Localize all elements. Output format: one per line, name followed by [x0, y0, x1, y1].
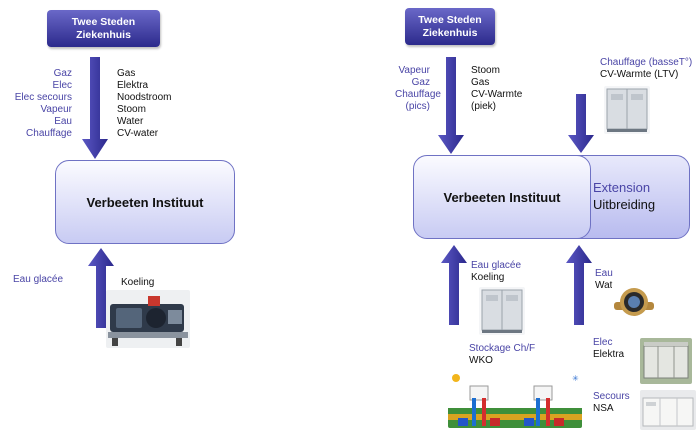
water-fr-label: Eau [595, 268, 613, 279]
right-supply-nl-item: (piek) [471, 101, 497, 112]
extension-fr-label: Extension [593, 180, 651, 195]
right-hospital-label: Twee Steden Ziekenhuis [418, 13, 482, 39]
right-heating-nl-label: CV-Warmte (LTV) [600, 69, 679, 80]
right-supply-fr-list: Vapeur Gaz Chauffage (pics) [395, 65, 441, 113]
left-supply-nl-item: Elektra [117, 80, 149, 91]
left-supply-nl-item: Gas [117, 68, 136, 79]
storage-fr-label: Stockage Ch/F [469, 343, 536, 354]
backup-fr-label: Secours [593, 391, 630, 402]
left-institute-box: Verbeeten Instituut [55, 160, 235, 244]
left-supply-fr-item: Vapeur [40, 104, 72, 115]
left-supply-fr-item: Gaz [53, 68, 72, 79]
electrical-cabinet-image [640, 338, 692, 384]
left-supply-fr-item: Eau [54, 116, 72, 127]
water-meter-image [612, 282, 656, 326]
left-cooling-fr-label: Eau glacée [13, 274, 64, 285]
right-supply-nl-item: CV-Warmte [471, 89, 523, 100]
backup-nl-label: NSA [593, 403, 614, 414]
storage-nl-label: WKO [469, 355, 493, 366]
left-institute-label: Verbeeten Instituut [86, 194, 204, 210]
right-supply-nl-item: Stoom [471, 65, 500, 76]
extension-nl-label: Uitbreiding [593, 197, 656, 212]
right-institute-label: Verbeeten Instituut [443, 189, 561, 205]
heating-unit-image [604, 86, 650, 134]
elec-nl-label: Elektra [593, 349, 625, 360]
right-supply-fr-item: Gaz [411, 77, 430, 88]
left-supply-down-arrow [82, 57, 108, 159]
left-hospital-box: Twee Steden Ziekenhuis [47, 10, 160, 47]
right-heating-down-arrow [568, 94, 594, 153]
right-hospital-box: Twee Steden Ziekenhuis [405, 8, 495, 45]
right-cold-up-arrow [441, 245, 467, 325]
right-supply-fr-item: Vapeur [398, 65, 430, 76]
right-supply-fr-item: (pics) [405, 101, 430, 112]
thermal-storage-image: ✳ [448, 370, 582, 428]
left-supply-fr-item: Elec [52, 80, 72, 91]
left-hospital-label: Twee Steden Ziekenhuis [71, 15, 136, 41]
left-supply-nl-item: Water [117, 116, 144, 127]
backup-generator-image [640, 390, 696, 430]
right-supply-nl-list: Stoom Gas CV-Warmte (piek) [471, 65, 522, 113]
left-cooling-up-arrow [88, 248, 114, 328]
left-supply-fr-list: Gaz Elec Elec secours Vapeur Eau Chauffa… [10, 68, 72, 140]
right-institute-box: Verbeeten Instituut [413, 155, 591, 239]
right-cold-nl-label: Koeling [471, 272, 505, 283]
cooling-unit-image [479, 287, 525, 335]
chiller-image [106, 290, 190, 348]
water-nl-label: Water [595, 280, 622, 291]
right-cold-fr-label: Eau glacée [471, 260, 522, 271]
right-water-up-arrow [566, 245, 592, 325]
right-supply-fr-item: Chauffage [395, 89, 441, 100]
left-supply-fr-item: Chauffage [26, 128, 72, 139]
left-supply-nl-item: Stoom [117, 104, 146, 115]
left-supply-nl-list: Gas Elektra Noodstroom Stoom Water CV-wa… [117, 68, 171, 140]
right-supply-nl-item: Gas [471, 77, 490, 88]
elec-fr-label: Elec [593, 337, 613, 348]
left-supply-fr-item: Elec secours [14, 92, 72, 103]
right-heating-fr-label: Chauffage (basseT°) [600, 57, 693, 68]
left-supply-nl-item: Noodstroom [117, 92, 172, 103]
left-cooling-nl-label: Koeling [121, 277, 155, 288]
left-supply-nl-item: CV-water [117, 128, 159, 139]
right-supply-down-arrow [438, 57, 464, 154]
svg-text:✳: ✳ [572, 374, 579, 383]
